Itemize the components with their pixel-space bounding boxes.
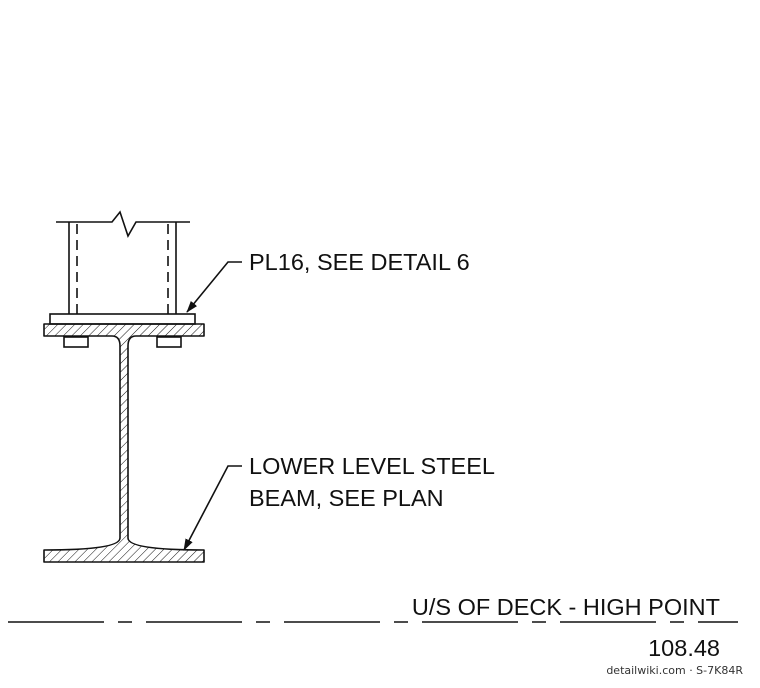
column-break-line	[56, 210, 190, 238]
beam-leader-arrow	[183, 465, 242, 551]
plate-leader-arrow	[186, 261, 242, 313]
beam-label-line-1: LOWER LEVEL STEEL	[249, 453, 495, 479]
beam-label-line-2: BEAM, SEE PLAN	[249, 485, 444, 511]
datum-label: U/S OF DECK - HIGH POINT	[412, 594, 720, 620]
steel-beam-section	[43, 323, 205, 563]
bolt-nut-left	[63, 336, 89, 348]
watermark-text: detailwiki.com · S-7K84R	[606, 664, 743, 677]
base-plate	[49, 313, 196, 325]
plate-label: PL16, SEE DETAIL 6	[249, 249, 470, 275]
upper-column	[56, 210, 190, 314]
datum-elevation: 108.48	[648, 635, 720, 661]
bolt-nut-right	[156, 336, 182, 348]
